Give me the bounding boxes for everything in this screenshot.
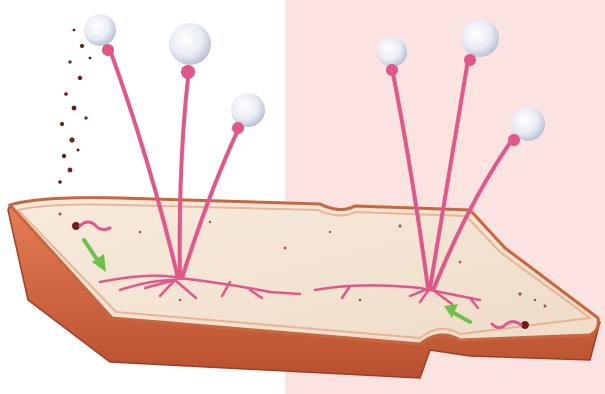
bread-mould-illustration — [0, 0, 605, 394]
illustration-canvas — [0, 0, 605, 394]
